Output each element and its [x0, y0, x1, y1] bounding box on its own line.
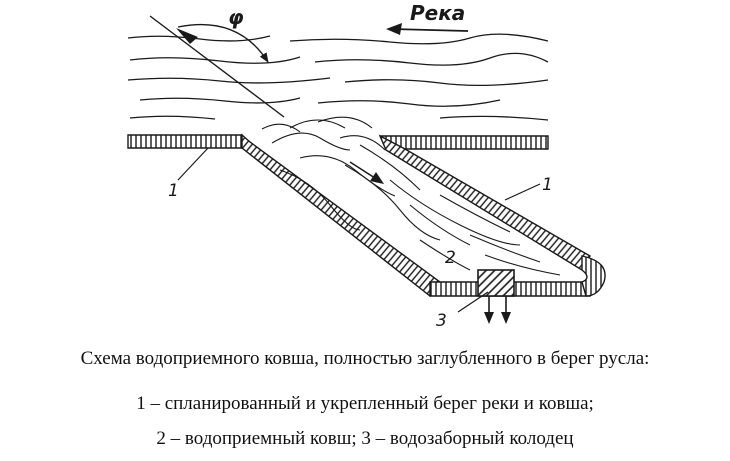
callout-bank-left: 1 — [168, 181, 179, 201]
river-water — [127, 33, 549, 121]
bank-right-lining — [378, 134, 606, 297]
callout-leaders — [177, 147, 541, 313]
bank-left-lining — [127, 133, 441, 298]
caption-line-2: 1 – спланированный и укрепленный берег р… — [136, 393, 594, 414]
bucket-flow-arrow — [349, 161, 384, 184]
callout-well: 3 — [436, 311, 447, 330]
callout-bank-right: 1 — [542, 175, 553, 195]
bucket-flow-lines — [261, 116, 561, 276]
river-flow-arrow — [386, 23, 469, 35]
caption-line-1: Схема водоприемного ковша, полностью заг… — [80, 348, 650, 369]
intake-bucket-diagram: φ Река — [127, 1, 606, 330]
river-label: Река — [410, 1, 465, 25]
intake-well — [477, 269, 515, 297]
outflow-arrows — [484, 296, 511, 324]
angle-phi-label: φ — [228, 5, 244, 29]
angle-phi — [149, 15, 285, 118]
caption-line-3: 2 – водоприемный ковш; 3 – водозаборный … — [156, 428, 574, 449]
callout-bucket: 2 — [445, 248, 456, 268]
